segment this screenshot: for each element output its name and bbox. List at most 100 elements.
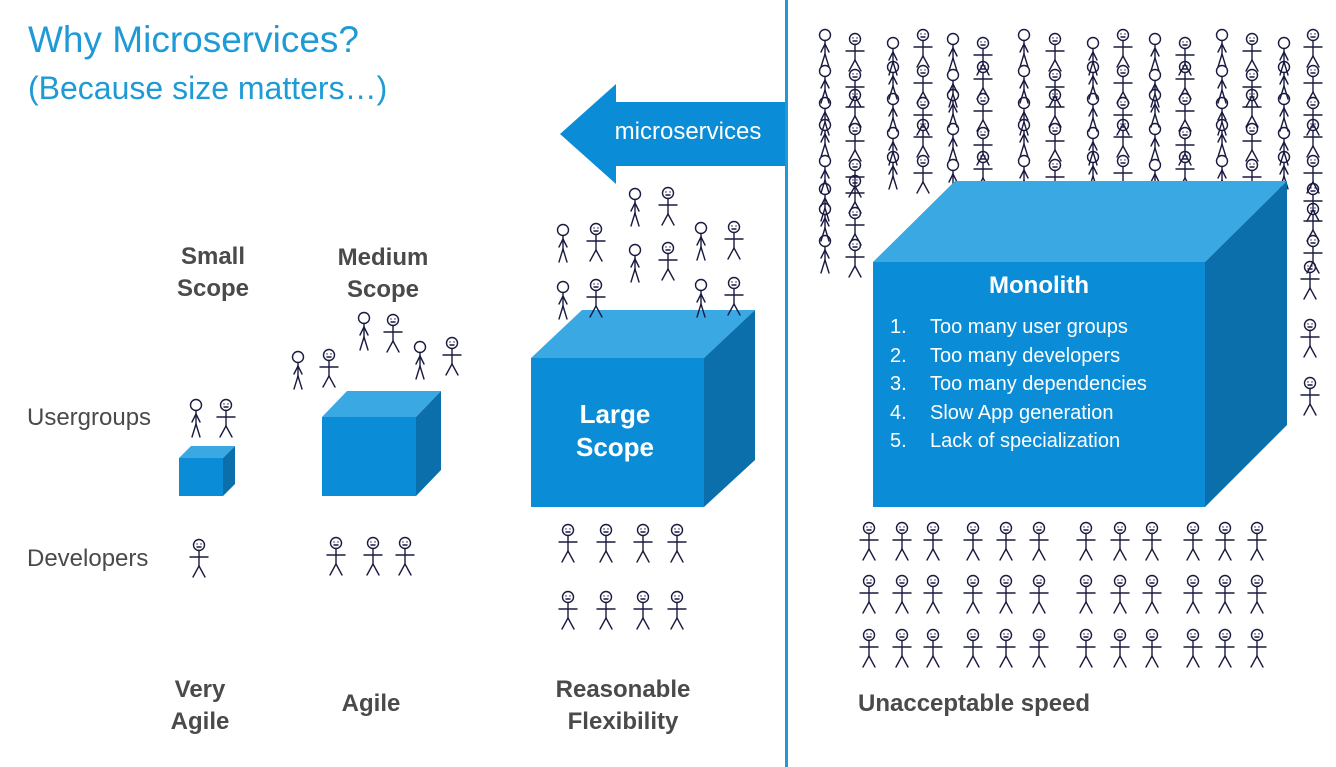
user-figure-icon [1277, 126, 1291, 166]
developer-figure-icon [667, 590, 687, 630]
user-figure-icon [1017, 118, 1031, 158]
developer-figure-icon [633, 523, 653, 563]
monolith-problem-list: 1.Too many user groups 2.Too many develo… [890, 313, 1147, 456]
user-figure-icon [913, 28, 933, 68]
monolith-problem-item: 1.Too many user groups [890, 316, 1128, 338]
developer-figure-icon [633, 590, 653, 630]
small-scope-box [179, 446, 235, 496]
developer-figure-icon [1183, 574, 1203, 614]
developer-figure-icon [395, 536, 415, 576]
user-figure-icon [1303, 28, 1323, 68]
user-figure-icon [946, 122, 960, 162]
developer-figure-icon [963, 628, 983, 668]
user-figure-icon [1045, 122, 1065, 162]
developer-figure-icon [892, 574, 912, 614]
developer-figure-icon [996, 521, 1016, 561]
medium-scope-header-line1: Medium [337, 244, 429, 271]
reasonable-flexibility-caption-line2: Flexibility [567, 708, 679, 735]
user-figure-icon [818, 154, 832, 194]
developer-figure-icon [1029, 521, 1049, 561]
user-figure-icon [658, 241, 678, 281]
reasonable-flexibility-caption-line1: Reasonable [555, 676, 691, 703]
developer-figure-icon [1076, 574, 1096, 614]
monolith-problem-item: 5.Lack of specialization [890, 430, 1121, 452]
developer-figure-icon [923, 574, 943, 614]
developer-figure-icon [996, 574, 1016, 614]
reasonable-flexibility-caption: Reasonable Flexibility [528, 674, 718, 738]
medium-scope-header-line2: Scope [346, 276, 420, 303]
user-figure-icon [886, 36, 900, 76]
developer-figure-icon [963, 574, 983, 614]
developer-figure-icon [859, 574, 879, 614]
user-figure-icon [724, 276, 744, 316]
developer-figure-icon [1142, 628, 1162, 668]
very-agile-caption-line2: Agile [170, 708, 230, 735]
developer-figure-icon [326, 536, 346, 576]
user-figure-icon [886, 126, 900, 166]
user-figure-icon [556, 223, 570, 263]
large-scope-label-line1: Large [579, 399, 651, 429]
developer-figure-icon [1247, 574, 1267, 614]
user-figure-icon [1242, 122, 1262, 162]
large-scope-label-line2: Scope [575, 432, 655, 462]
page-title: Why Microservices? [28, 19, 359, 60]
developers-row-label: Developers [27, 545, 149, 572]
developer-figure-icon [189, 538, 209, 578]
user-figure-icon [1045, 32, 1065, 72]
user-figure-icon [383, 313, 403, 353]
developer-figure-icon [1142, 521, 1162, 561]
monolith-problem-item: 3.Too many dependencies [890, 373, 1147, 395]
divider-line [785, 0, 788, 767]
developer-figure-icon [1029, 574, 1049, 614]
small-scope-header: Small Scope [163, 241, 263, 305]
developer-figure-icon [859, 521, 879, 561]
user-figure-icon [586, 222, 606, 262]
user-figure-icon [1215, 118, 1229, 158]
user-figure-icon [319, 348, 339, 388]
user-figure-icon [628, 187, 642, 227]
user-figure-icon [189, 398, 203, 438]
user-figure-icon [1086, 36, 1100, 76]
small-scope-header-line2: Scope [176, 275, 250, 302]
small-scope-header-line1: Small [180, 243, 246, 270]
developer-figure-icon [558, 523, 578, 563]
developer-figure-icon [1247, 628, 1267, 668]
developer-figure-icon [1215, 628, 1235, 668]
developer-figure-icon [923, 628, 943, 668]
microservices-arrow-label: microservices [614, 118, 762, 145]
monolith-title: Monolith [989, 272, 1089, 299]
developer-figure-icon [1076, 521, 1096, 561]
user-figure-icon [845, 32, 865, 72]
developer-figure-icon [1215, 521, 1235, 561]
user-figure-icon [946, 32, 960, 72]
monolith-box [873, 181, 1287, 507]
user-figure-icon [1148, 122, 1162, 162]
user-figure-icon [413, 340, 427, 380]
user-figure-icon [291, 350, 305, 390]
developer-figure-icon [963, 521, 983, 561]
developer-figure-icon [859, 628, 879, 668]
developer-figure-icon [1215, 574, 1235, 614]
developer-figure-icon [1029, 628, 1049, 668]
user-figure-icon [1242, 32, 1262, 72]
developer-figure-icon [558, 590, 578, 630]
microservices-arrow [560, 84, 785, 184]
developer-figure-icon [892, 628, 912, 668]
developer-figure-icon [596, 590, 616, 630]
user-figure-icon [818, 118, 832, 158]
user-figure-icon [818, 28, 832, 68]
developer-figure-icon [596, 523, 616, 563]
user-figure-icon [1300, 318, 1320, 358]
user-figure-icon [1303, 154, 1323, 194]
user-figure-icon [886, 150, 900, 190]
user-figure-icon [724, 220, 744, 260]
developer-figure-icon [363, 536, 383, 576]
user-figure-icon [1300, 376, 1320, 416]
developer-figure-icon [892, 521, 912, 561]
large-scope-box [531, 310, 755, 507]
user-figure-icon [1017, 28, 1031, 68]
user-figure-icon [1215, 28, 1229, 68]
unacceptable-speed-caption: Unacceptable speed [858, 690, 1091, 717]
user-figure-icon [216, 398, 236, 438]
